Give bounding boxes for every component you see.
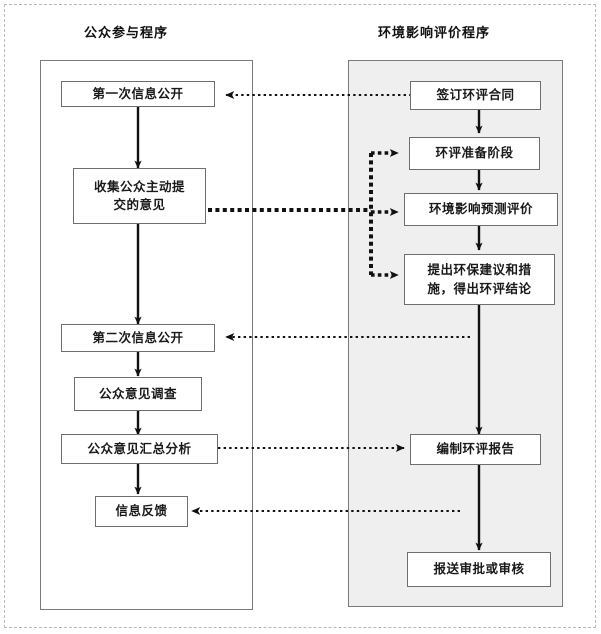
node-first-information-disclosure[interactable]: 第一次信息公开 <box>61 81 215 107</box>
node-environmental-impact-prediction[interactable]: 环境影响预测评价 <box>404 193 558 226</box>
node-label-line2: 施，得出环评结论 <box>427 280 532 296</box>
left-column-title: 公众参与程序 <box>84 26 169 41</box>
node-label: 第一次信息公开 <box>92 85 184 101</box>
right-column-title: 环境影响评价程序 <box>378 26 491 41</box>
node-eia-preparation-stage[interactable]: 环评准备阶段 <box>409 137 540 170</box>
node-label-line2: 交的意见 <box>113 197 166 212</box>
node-submit-for-approval[interactable]: 报送审批或审核 <box>407 552 551 587</box>
node-label: 签订环评合同 <box>436 87 515 103</box>
node-second-information-disclosure[interactable]: 第二次信息公开 <box>61 324 215 352</box>
node-label: 第二次信息公开 <box>92 329 184 345</box>
node-public-opinion-survey[interactable]: 公众意见调查 <box>74 377 202 411</box>
node-propose-measures-and-conclusion[interactable]: 提出环保建议和措 施，得出环评结论 <box>404 254 555 305</box>
node-compile-eia-report[interactable]: 编制环评报告 <box>410 434 541 465</box>
node-label-line1: 收集公众主动提 <box>93 178 185 194</box>
node-label: 编制环评报告 <box>436 441 515 457</box>
node-information-feedback[interactable]: 信息反馈 <box>95 496 188 527</box>
node-collect-public-opinions[interactable]: 收集公众主动提 交的意见 <box>73 168 206 224</box>
node-label: 环评准备阶段 <box>435 145 514 161</box>
node-label-line1: 提出环保建议和措 <box>427 262 532 278</box>
node-sign-eia-contract[interactable]: 签订环评合同 <box>410 81 541 110</box>
node-label: 环境影响预测评价 <box>428 201 533 217</box>
node-label: 公众意见汇总分析 <box>87 440 192 456</box>
node-label: 公众意见调查 <box>98 385 177 401</box>
node-label: 报送审批或审核 <box>433 561 525 577</box>
node-public-opinion-analysis[interactable]: 公众意见汇总分析 <box>61 434 218 464</box>
node-label: 信息反馈 <box>115 503 168 519</box>
